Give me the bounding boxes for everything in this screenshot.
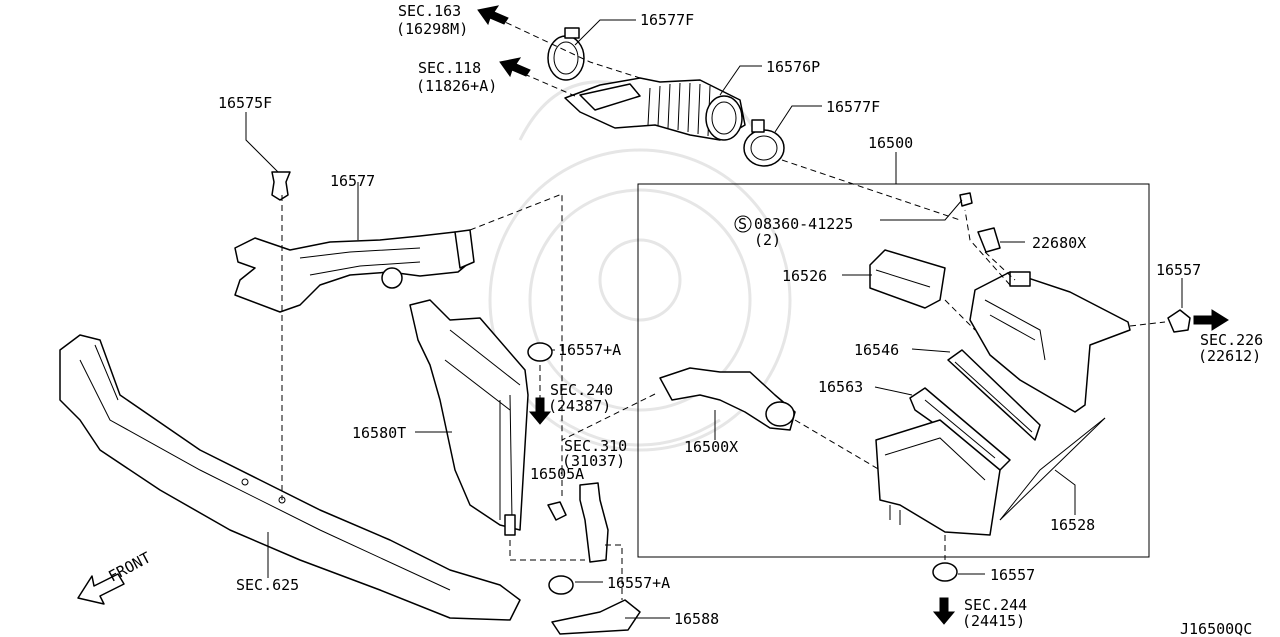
duct-16500X	[659, 367, 796, 431]
hose-clamp-mid	[743, 119, 785, 167]
leader-lines	[245, 19, 1183, 619]
label-16588: 16588	[674, 610, 719, 628]
grommet-16557-right	[1167, 309, 1191, 333]
bracket-16588	[551, 599, 641, 635]
label-sec244-sub: (24415)	[962, 612, 1025, 630]
label-sec226-sub: (22612)	[1198, 347, 1261, 365]
label-16577F-mid: 16577F	[826, 98, 880, 116]
label-16546: 16546	[854, 341, 899, 359]
label-16580T: 16580T	[352, 424, 406, 442]
arrow-sec118	[499, 57, 531, 78]
label-08360-marker: S	[738, 215, 747, 233]
label-front: FRONT	[105, 548, 153, 585]
label-sec118-sub: (11826+A)	[416, 77, 497, 95]
bracket-16505A	[547, 482, 609, 563]
bolt-08360	[959, 192, 973, 207]
label-sec226: SEC.226	[1200, 331, 1263, 349]
arrow-sec226	[1193, 309, 1229, 331]
arrow-sec163	[477, 5, 509, 26]
label-sec310: SEC.310	[564, 437, 627, 455]
air-duct-16577	[234, 229, 475, 313]
label-diagram-id: J16500QC	[1180, 620, 1252, 637]
label-08360: 08360-41225	[754, 215, 853, 233]
arrow-sec240	[528, 397, 552, 425]
label-16577: 16577	[330, 172, 375, 190]
label-16500X: 16500X	[684, 438, 738, 456]
resonator-16580T	[409, 299, 529, 536]
inlet-duct-hose	[564, 77, 746, 141]
gasket-16563	[909, 387, 1011, 471]
label-16557A-top: 16557+A	[558, 341, 621, 359]
air-filter-16546	[947, 349, 1041, 441]
label-16576P: 16576P	[766, 58, 820, 76]
arrow-front	[77, 573, 125, 605]
lower-case-16528	[875, 419, 1001, 536]
label-16557-bot: 16557	[990, 566, 1035, 584]
grommet-16557A-top	[527, 342, 553, 362]
label-sec625: SEC.625	[236, 576, 299, 594]
label-sec163: SEC.163	[398, 2, 461, 20]
s-marker-circle	[734, 215, 752, 233]
sensor-22680X	[977, 227, 1001, 253]
air-cleaner-upper-16526	[869, 249, 946, 309]
label-16577F-top: 16577F	[640, 11, 694, 29]
grommet-16557A-bot	[548, 575, 574, 595]
assembly-boundary-box	[637, 183, 1150, 558]
label-16557A-bot: 16557+A	[607, 574, 670, 592]
label-sec163-sub: (16298M)	[396, 20, 468, 38]
clip-16575F	[271, 171, 291, 201]
label-16526: 16526	[782, 267, 827, 285]
label-16563: 16563	[818, 378, 863, 396]
label-sec244: SEC.244	[964, 596, 1027, 614]
label-16500: 16500	[868, 134, 913, 152]
label-16528: 16528	[1050, 516, 1095, 534]
label-sec240-sub: (24387)	[548, 397, 611, 415]
label-22680X: 22680X	[1032, 234, 1086, 252]
label-16557-right: 16557	[1156, 261, 1201, 279]
radiator-core-support	[59, 334, 521, 621]
grommet-16557-bot	[932, 562, 958, 582]
label-sec240: SEC.240	[550, 381, 613, 399]
guide-lines	[281, 13, 1166, 600]
label-16575F: 16575F	[218, 94, 272, 112]
label-08360-qty: (2)	[754, 231, 781, 249]
label-16505A: 16505A	[530, 465, 584, 483]
air-cleaner-cover	[969, 271, 1131, 413]
hose-clamp-top	[547, 27, 585, 81]
label-sec310-sub: (31037)	[562, 452, 625, 470]
label-sec118: SEC.118	[418, 59, 481, 77]
arrow-sec244	[932, 597, 956, 625]
